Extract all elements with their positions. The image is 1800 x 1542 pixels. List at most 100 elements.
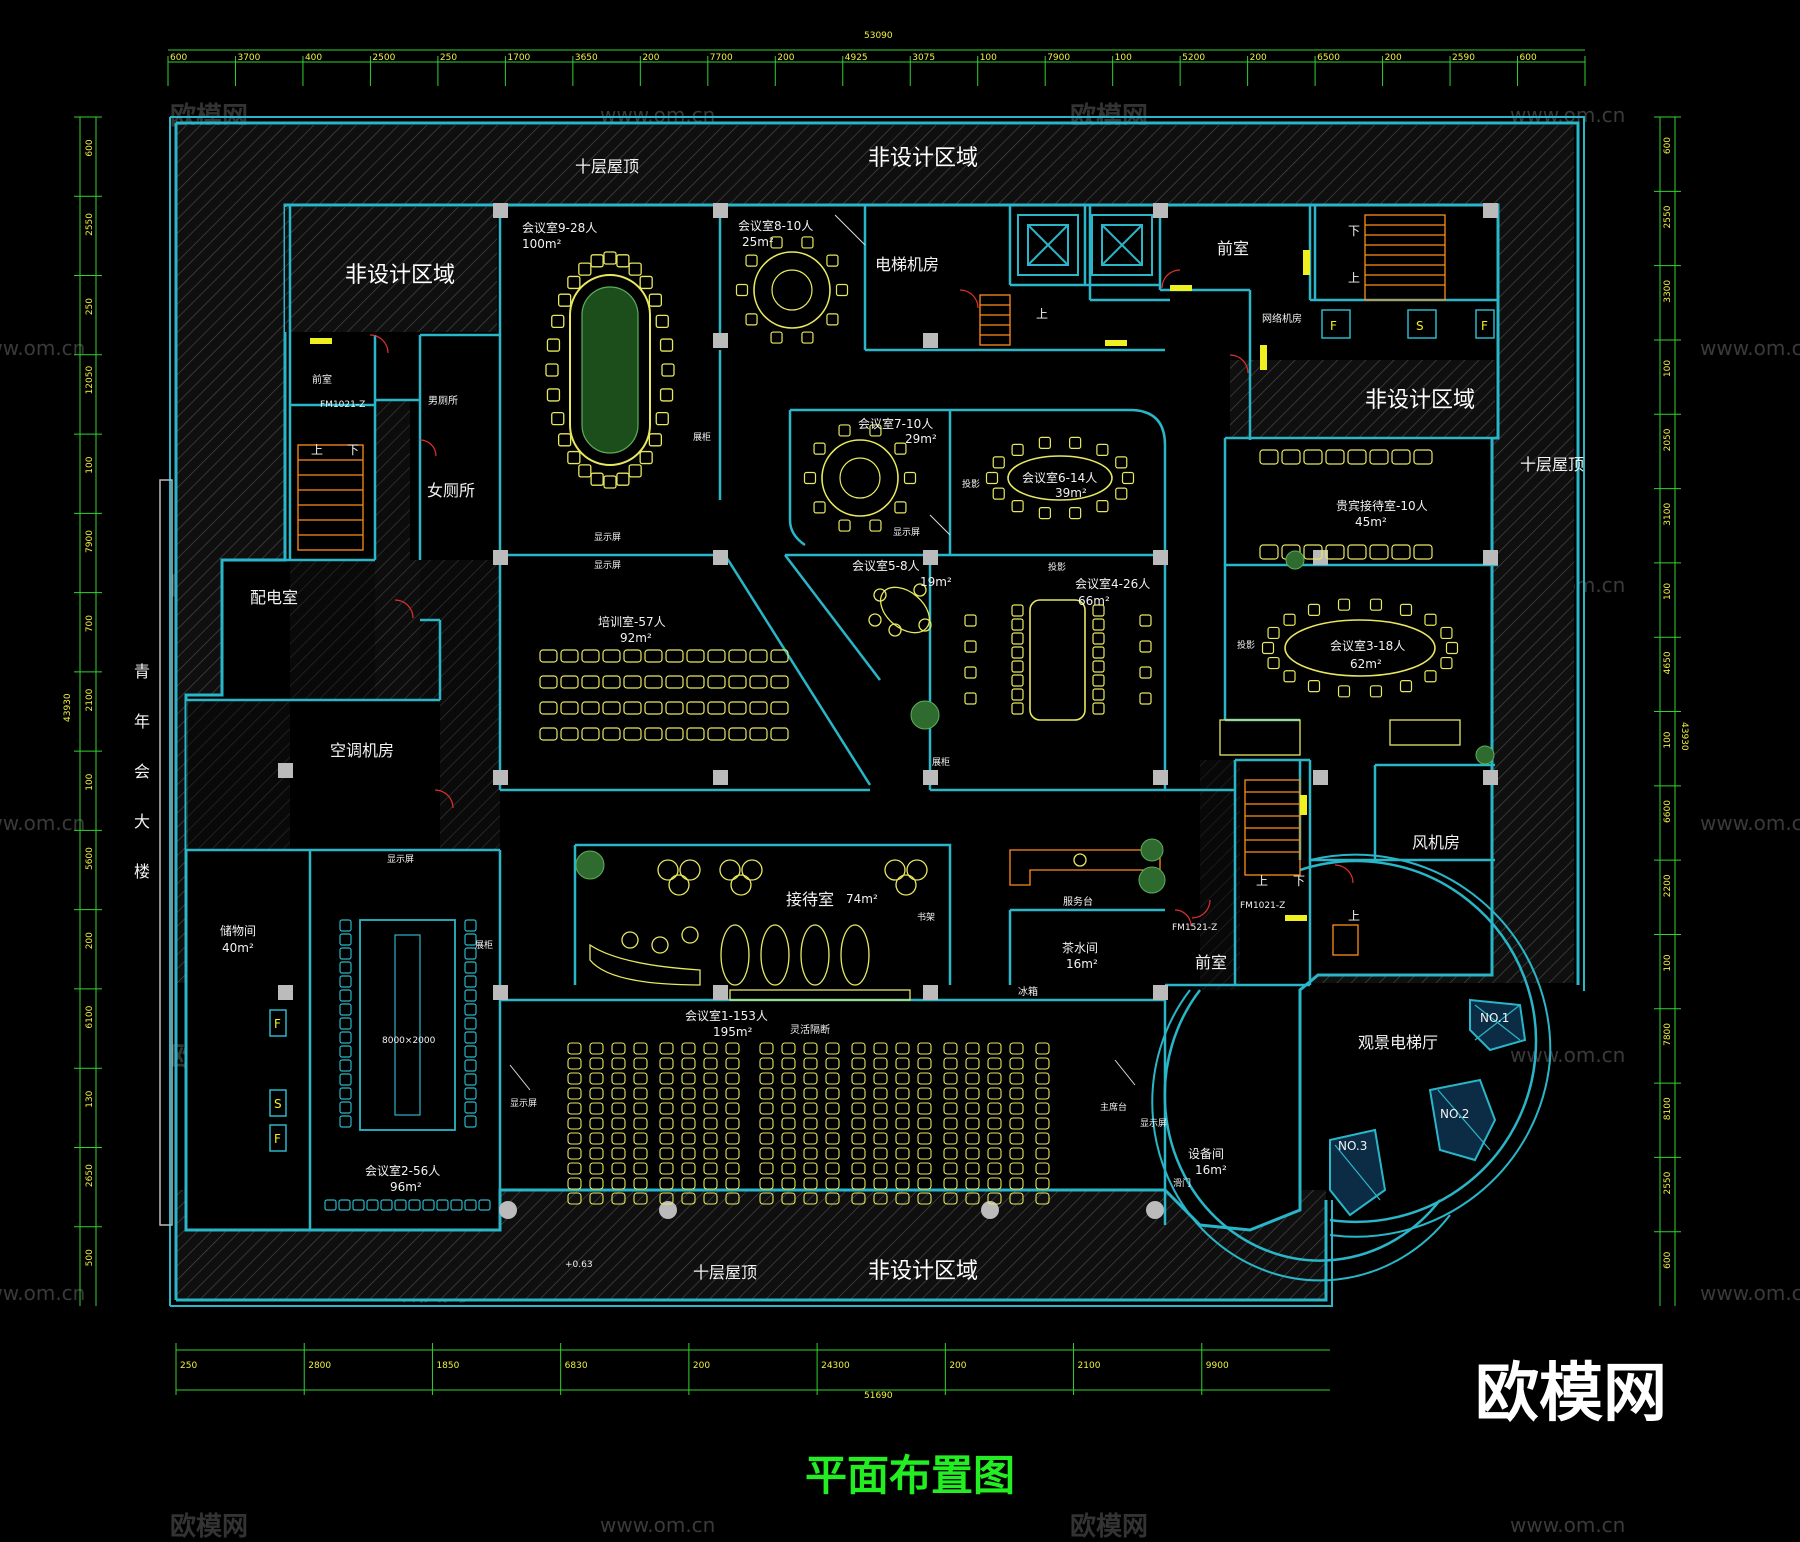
chair [464, 961, 477, 974]
seat [1009, 1117, 1024, 1130]
seat [633, 1087, 648, 1100]
chair [1011, 443, 1024, 456]
seat [589, 1132, 604, 1145]
training-name: 培训室-57人 [598, 614, 666, 629]
chair [616, 254, 630, 268]
chair [590, 472, 604, 486]
seat [589, 1117, 604, 1130]
seat [659, 1057, 674, 1070]
right-dim-label: 8100 [1663, 1097, 1673, 1120]
top-dim-label: 1700 [507, 53, 530, 63]
watermark-url: www.om.cn [0, 811, 85, 835]
seat [825, 1102, 840, 1115]
chair [1096, 500, 1109, 513]
meeting6-name: 会议室6-14人 [1022, 470, 1097, 485]
chair [1069, 436, 1082, 450]
seat [851, 1117, 866, 1130]
bottom-dim-label: 2100 [1078, 1361, 1101, 1371]
seat [633, 1072, 648, 1085]
seat [681, 1117, 696, 1130]
columns [278, 203, 1498, 1219]
chair [339, 1017, 352, 1030]
seat [581, 649, 600, 663]
seat [781, 1087, 796, 1100]
seat [611, 1042, 626, 1055]
seat [659, 1042, 674, 1055]
seat [728, 727, 747, 741]
door-fm1021-label: FM1021-Z [1240, 901, 1285, 911]
chair [366, 1199, 379, 1211]
chair [1092, 618, 1105, 631]
top-dim-label: 2500 [372, 53, 395, 63]
chair [1011, 500, 1024, 513]
seat [781, 1057, 796, 1070]
meeting9-area: 100m² [522, 237, 562, 251]
elevator-no3-label: NO.3 [1338, 1139, 1367, 1153]
top-dim-label: 2590 [1452, 53, 1475, 63]
bottom-total-dim: 51690 [864, 1391, 893, 1401]
up-label: 上 [1256, 874, 1268, 888]
seat [703, 1042, 718, 1055]
markers [310, 250, 1310, 921]
seat [707, 727, 726, 741]
top-dim-label: 200 [777, 53, 794, 63]
tea-room-name: 茶水间 [1062, 940, 1098, 955]
seat [725, 1177, 740, 1190]
seat [759, 1102, 774, 1115]
seat [759, 1192, 774, 1205]
chair [655, 411, 669, 426]
right-dim-label: 3300 [1663, 280, 1673, 303]
top-dim-label: 7700 [710, 53, 733, 63]
chair [992, 487, 1005, 500]
seat [965, 1102, 980, 1115]
neighbor-char-2: 年 [134, 712, 150, 731]
seat [781, 1162, 796, 1175]
chair [1139, 692, 1152, 705]
right-dim-label: 3100 [1663, 503, 1673, 526]
up-label: 上 [1036, 307, 1048, 321]
top-dim-label: 6500 [1317, 53, 1340, 63]
meeting9-name: 会议室9-28人 [522, 220, 597, 235]
seat [681, 1177, 696, 1190]
bottom-dim-label: 200 [693, 1361, 710, 1371]
seat [965, 1192, 980, 1205]
seat [681, 1102, 696, 1115]
seat [1009, 1192, 1024, 1205]
elevator-shafts [1017, 214, 1153, 276]
seat [917, 1042, 932, 1055]
watermark-url: www.om.cn [600, 1513, 715, 1537]
screen-label: 显示屏 [387, 854, 414, 865]
down-label: 下 [1293, 874, 1305, 888]
top-dim-label: 250 [440, 53, 457, 63]
right-dim-label: 2550 [1663, 1171, 1673, 1194]
chair [1011, 632, 1024, 645]
chair [464, 1115, 477, 1128]
seat [851, 1132, 866, 1145]
chair [1139, 666, 1152, 679]
meeting1-seats [567, 1042, 1050, 1205]
left-dim-label: 2650 [85, 1164, 95, 1187]
screen-label: 显示屏 [1140, 1118, 1167, 1129]
chair [1424, 670, 1437, 683]
chair [826, 313, 839, 326]
seat [681, 1072, 696, 1085]
chair [659, 338, 674, 352]
left-total-dim: 43930 [63, 693, 73, 722]
seat [725, 1147, 740, 1160]
top-dim-label: 400 [305, 53, 322, 63]
up-label: 上 [311, 443, 323, 457]
seat [943, 1087, 958, 1100]
training-seats [539, 649, 789, 741]
left-dim-label: 12050 [85, 366, 95, 395]
plants [575, 550, 1495, 894]
vip-reception-name: 贵宾接待室-10人 [1336, 498, 1428, 513]
meeting1-area: 195m² [713, 1025, 753, 1039]
chair [551, 411, 565, 426]
bottom-dim-label: 250 [180, 1361, 197, 1371]
seat [987, 1132, 1002, 1145]
seat [1035, 1132, 1050, 1145]
sightseeing-elevator-hall: NO.1 NO.2 NO.3 [1151, 853, 1552, 1282]
chair [464, 1073, 477, 1086]
seat [987, 1087, 1002, 1100]
